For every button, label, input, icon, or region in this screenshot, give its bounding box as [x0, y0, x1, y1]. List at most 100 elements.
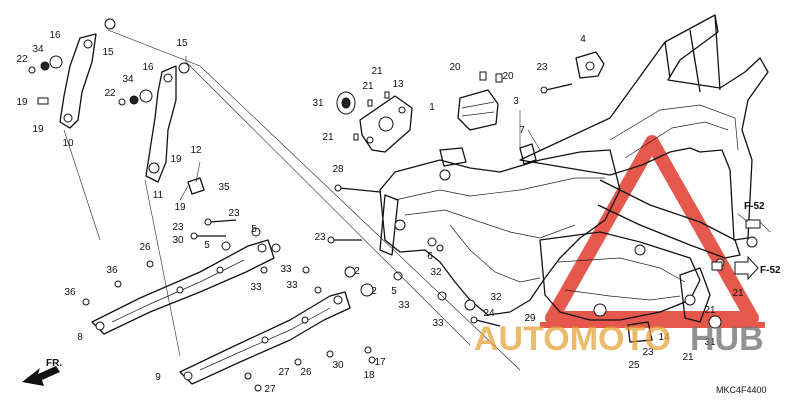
callout-31: 31 — [704, 337, 716, 348]
f52-top-label: F-52 — [744, 201, 765, 212]
front-direction-arrow — [22, 366, 60, 386]
leader-lines — [63, 29, 749, 371]
watermark-text-right: HUB — [690, 320, 764, 358]
callout-34: 34 — [122, 74, 134, 85]
callout-33: 33 — [250, 282, 262, 293]
callout-32: 32 — [490, 292, 502, 303]
callout-36: 36 — [106, 265, 118, 276]
callout-33: 33 — [398, 300, 410, 311]
callout-23: 23 — [536, 62, 548, 73]
diagram-code: MKC4F4400 — [716, 385, 767, 395]
callout-15: 15 — [176, 38, 188, 49]
callout-8: 8 — [77, 332, 83, 343]
callout-26: 26 — [139, 242, 151, 253]
bracket-4 — [575, 51, 605, 79]
callout-23: 23 — [228, 208, 240, 219]
callout-16: 16 — [142, 62, 154, 73]
callout-33: 33 — [286, 280, 298, 291]
rear-subframe-lower — [597, 179, 741, 259]
callout-12: 12 — [190, 145, 202, 156]
main-spar — [379, 149, 621, 316]
callout-23: 23 — [314, 232, 326, 243]
callout-11: 11 — [153, 190, 164, 201]
ref-arrow-f52-bottom — [734, 255, 759, 281]
f52-bottom-label: F-52 — [760, 265, 781, 276]
callout-22: 22 — [16, 54, 28, 65]
grommet-31 — [336, 91, 356, 115]
callout-29: 29 — [524, 313, 536, 324]
callout-22: 22 — [104, 88, 116, 99]
callout-13: 13 — [392, 79, 404, 90]
ref-arrow-f52-top — [759, 221, 771, 233]
callout-30: 30 — [172, 235, 184, 246]
callout-1: 1 — [429, 102, 435, 113]
damper-1 — [457, 89, 499, 131]
callout-5: 5 — [204, 240, 210, 251]
step-bracket-10 — [59, 33, 97, 129]
callout-4: 4 — [580, 34, 586, 45]
callout-25: 25 — [628, 360, 640, 371]
callout-26: 26 — [300, 367, 312, 378]
callout-10: 10 — [62, 138, 74, 149]
callout-24: 24 — [483, 308, 495, 319]
callout-33: 33 — [432, 318, 444, 329]
callout-17: 17 — [374, 357, 386, 368]
callout-3: 3 — [513, 96, 519, 107]
watermark-bar — [540, 322, 765, 328]
callout-19: 19 — [170, 154, 182, 165]
callout-34: 34 — [32, 44, 44, 55]
callout-14: 14 — [658, 332, 670, 343]
callout-18: 18 — [363, 370, 375, 381]
callout-numbers: 2234161519191015341622191211193523233055… — [16, 30, 744, 395]
callout-9: 9 — [155, 372, 161, 383]
callout-21: 21 — [371, 66, 383, 77]
callout-19: 19 — [174, 202, 186, 213]
step-bracket-11 — [145, 65, 177, 183]
callout-36: 36 — [64, 287, 76, 298]
callout-19: 19 — [32, 124, 44, 135]
callout-23: 23 — [642, 347, 654, 358]
callout-27: 27 — [264, 384, 276, 395]
callout-21: 21 — [362, 81, 374, 92]
callout-21: 21 — [704, 305, 716, 316]
callout-21: 21 — [682, 352, 694, 363]
fr-direction-label: FR. — [46, 358, 62, 369]
frame-rail-8 — [91, 239, 275, 335]
rear-subframe-upper — [519, 14, 769, 241]
callout-33: 33 — [280, 264, 292, 275]
callout-27: 27 — [278, 367, 290, 378]
callout-21: 21 — [322, 132, 334, 143]
callout-21: 21 — [732, 288, 744, 299]
frame-rail-9 — [179, 291, 351, 385]
callout-35: 35 — [218, 182, 230, 193]
main-frame — [379, 14, 769, 321]
callout-15: 15 — [102, 47, 114, 58]
watermark-logo — [540, 135, 765, 328]
callout-28: 28 — [332, 164, 344, 175]
callout-19: 19 — [16, 97, 28, 108]
callout-5: 5 — [391, 286, 397, 297]
mount-bracket-13 — [359, 95, 413, 153]
callout-5: 5 — [251, 224, 257, 235]
callout-20: 20 — [449, 62, 461, 73]
engine-hanger — [539, 231, 701, 321]
watermark-text-left: AUTOMOTO — [474, 320, 671, 358]
steering-head — [379, 194, 399, 256]
watermark-triangle — [545, 135, 759, 325]
callout-2: 2 — [354, 266, 360, 277]
hardware-left-upper — [28, 18, 205, 195]
callout-16: 16 — [49, 30, 61, 41]
callout-2: 2 — [371, 286, 377, 297]
callout-7: 7 — [519, 125, 525, 136]
bracket-3-7 — [439, 143, 537, 167]
rear-subframe-inner — [609, 104, 739, 151]
callout-20: 20 — [502, 71, 514, 82]
callout-23: 23 — [172, 222, 184, 233]
callout-30: 30 — [332, 360, 344, 371]
callout-31: 31 — [312, 98, 324, 109]
subframe-cross-tube — [664, 14, 721, 93]
callout-6: 6 — [427, 251, 433, 262]
callout-32: 32 — [430, 267, 442, 278]
